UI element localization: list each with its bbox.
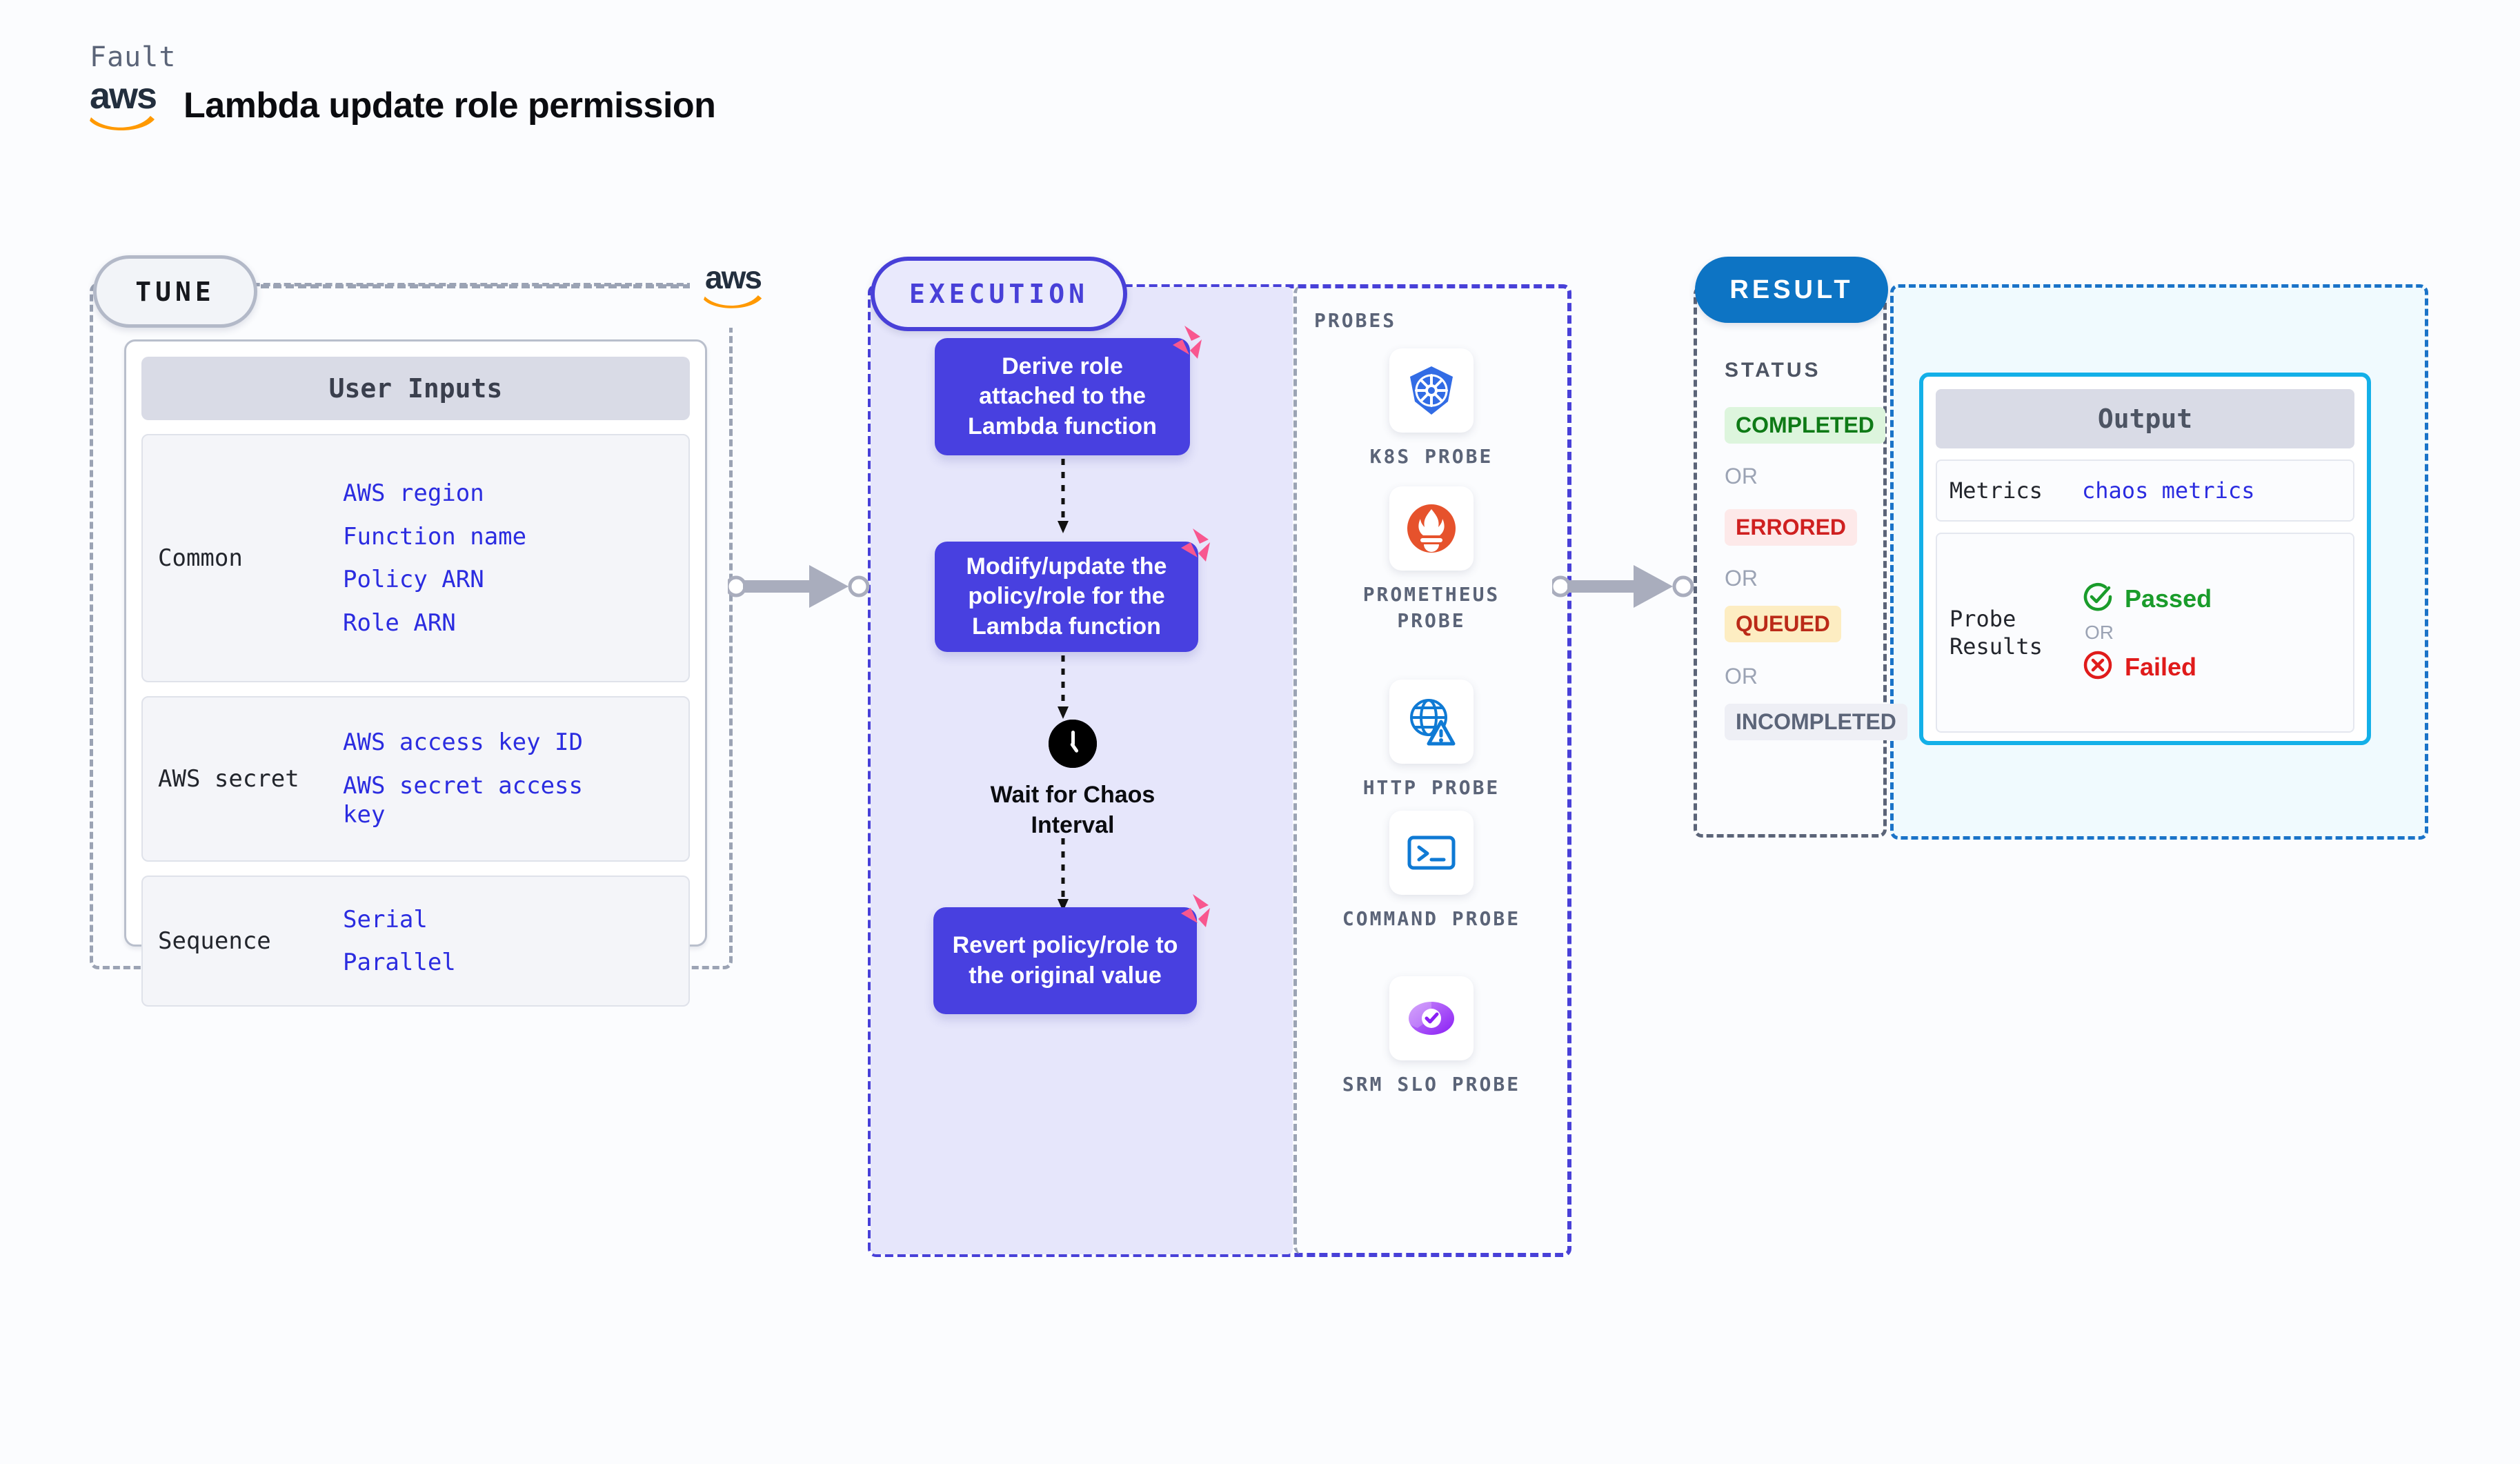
tune-badge[interactable]: TUNE bbox=[93, 255, 257, 328]
probe-label: K8S PROBE bbox=[1369, 445, 1494, 468]
status-or-3: OR bbox=[1725, 664, 1758, 689]
input-group-aws-secret: AWS secret AWS access key ID AWS secret … bbox=[141, 696, 690, 862]
user-inputs-card: User Inputs Common AWS region Function n… bbox=[124, 339, 707, 1007]
execution-badge-label: EXECUTION bbox=[909, 279, 1089, 309]
probe-label: SRM SLO PROBE bbox=[1342, 1073, 1521, 1096]
page-title: Lambda update role permission bbox=[183, 86, 716, 126]
output-card: Output Metrics chaos metrics Probe Resul… bbox=[1919, 373, 2371, 745]
terminal-icon bbox=[1389, 811, 1474, 895]
status-badge-errored[interactable]: ERRORED bbox=[1725, 509, 1858, 546]
tune-aws-connector-line bbox=[248, 284, 704, 288]
wait-for-chaos-interval-label: Wait for Chaos Interval bbox=[990, 782, 1155, 839]
arrow-wait-to-revert bbox=[1055, 838, 1071, 918]
litmus-badge-icon bbox=[1164, 323, 1204, 363]
srm-slo-icon bbox=[1389, 976, 1474, 1060]
connector-tune-to-execution bbox=[725, 555, 880, 621]
status-section-label: STATUS bbox=[1725, 359, 1821, 382]
litmus-badge-icon bbox=[1173, 526, 1213, 566]
output-group-probe-results: Probe Results Passed OR bbox=[1936, 533, 2354, 733]
arrow-step2-to-wait bbox=[1055, 655, 1071, 724]
tune-badge-label: TUNE bbox=[135, 276, 215, 307]
status-badge-label: COMPLETED bbox=[1736, 413, 1874, 437]
metrics-value[interactable]: chaos metrics bbox=[2082, 477, 2255, 504]
input-group-sequence: Sequence Serial Parallel bbox=[141, 876, 690, 1007]
input-group-common: Common AWS region Function name Policy A… bbox=[141, 434, 690, 682]
probe-results-label: Probe Results bbox=[1949, 606, 2043, 660]
execution-step-2-label: Modify/update the policy/role for the La… bbox=[966, 553, 1167, 640]
input-value[interactable]: AWS secret access key bbox=[343, 771, 583, 829]
probe-result-or: OR bbox=[2085, 622, 2114, 643]
user-inputs-header: User Inputs bbox=[141, 357, 690, 420]
output-title: Output bbox=[2097, 404, 2193, 434]
status-badge-label: QUEUED bbox=[1736, 611, 1830, 636]
input-value[interactable]: AWS access key ID bbox=[343, 729, 583, 757]
input-value[interactable]: Policy ARN bbox=[343, 566, 484, 593]
input-value[interactable]: Parallel bbox=[343, 949, 456, 976]
prometheus-icon bbox=[1389, 486, 1474, 571]
probe-label: HTTP PROBE bbox=[1362, 776, 1500, 799]
execution-badge[interactable]: EXECUTION bbox=[871, 257, 1127, 331]
litmus-badge-icon bbox=[1173, 891, 1213, 931]
probe-item-k8s[interactable]: K8S PROBE bbox=[1331, 348, 1531, 470]
status-badge-incompleted[interactable]: INCOMPLETED bbox=[1725, 704, 1907, 740]
metrics-label: Metrics bbox=[1949, 477, 2043, 504]
failed-label: Failed bbox=[2125, 652, 2197, 681]
execution-step-1[interactable]: Derive role attached to the Lambda funct… bbox=[935, 338, 1190, 455]
execution-step-1-label: Derive role attached to the Lambda funct… bbox=[968, 353, 1157, 439]
input-group-label: AWS secret bbox=[158, 765, 299, 793]
tune-aws-logo-icon: aws bbox=[690, 245, 776, 328]
result-badge[interactable]: RESULT bbox=[1695, 257, 1888, 323]
probe-label: PROMETHEUS PROBE bbox=[1362, 583, 1500, 632]
fault-label: Fault bbox=[90, 41, 177, 73]
aws-wordmark: aws bbox=[90, 75, 157, 117]
passed-label: Passed bbox=[2125, 584, 2212, 613]
input-value[interactable]: AWS region bbox=[343, 479, 484, 507]
http-globe-icon bbox=[1389, 680, 1474, 764]
arrow-step1-to-step2 bbox=[1055, 459, 1071, 540]
probe-item-command[interactable]: COMMAND PROBE bbox=[1331, 811, 1531, 932]
status-badge-completed[interactable]: COMPLETED bbox=[1725, 407, 1885, 444]
input-value[interactable]: Function name bbox=[343, 522, 527, 551]
aws-logo: aws bbox=[90, 75, 164, 131]
input-value[interactable]: Serial bbox=[343, 905, 428, 933]
probe-label: COMMAND PROBE bbox=[1342, 907, 1521, 930]
aws-smile-icon bbox=[90, 113, 156, 131]
user-inputs-title: User Inputs bbox=[328, 373, 503, 404]
connector-execution-to-result bbox=[1549, 555, 1704, 621]
check-circle-icon bbox=[2082, 581, 2114, 616]
probes-section-label: PROBES bbox=[1314, 309, 1397, 332]
clock-icon bbox=[1049, 720, 1097, 768]
output-header: Output bbox=[1936, 389, 2354, 448]
execution-panel bbox=[868, 284, 1571, 1257]
kubernetes-icon bbox=[1389, 348, 1474, 433]
probe-item-srm-slo[interactable]: SRM SLO PROBE bbox=[1331, 976, 1531, 1098]
input-group-label: Sequence bbox=[158, 927, 271, 955]
probe-item-prometheus[interactable]: PROMETHEUS PROBE bbox=[1331, 486, 1531, 634]
execution-step-revert-label: Revert policy/role to the original value bbox=[952, 932, 1178, 989]
execution-step-revert[interactable]: Revert policy/role to the original value bbox=[933, 907, 1197, 1014]
probe-item-http[interactable]: HTTP PROBE bbox=[1331, 680, 1531, 801]
status-badge-label: INCOMPLETED bbox=[1736, 709, 1896, 734]
page-header: Fault aws Lambda update role permission bbox=[90, 41, 1055, 166]
output-group-metrics: Metrics chaos metrics bbox=[1936, 459, 2354, 522]
status-badge-label: ERRORED bbox=[1736, 515, 1847, 540]
status-or-2: OR bbox=[1725, 566, 1758, 591]
probe-result-failed: Failed bbox=[2082, 649, 2212, 684]
probe-result-passed: Passed bbox=[2082, 581, 2212, 616]
result-badge-label: RESULT bbox=[1729, 275, 1854, 304]
input-value[interactable]: Role ARN bbox=[343, 609, 456, 637]
probes-divider bbox=[1293, 286, 1569, 1254]
x-circle-icon bbox=[2082, 649, 2114, 684]
status-badge-queued[interactable]: QUEUED bbox=[1725, 606, 1841, 642]
execution-step-2[interactable]: Modify/update the policy/role for the La… bbox=[935, 542, 1198, 652]
status-or-1: OR bbox=[1725, 464, 1758, 488]
input-group-label: Common bbox=[158, 544, 243, 572]
